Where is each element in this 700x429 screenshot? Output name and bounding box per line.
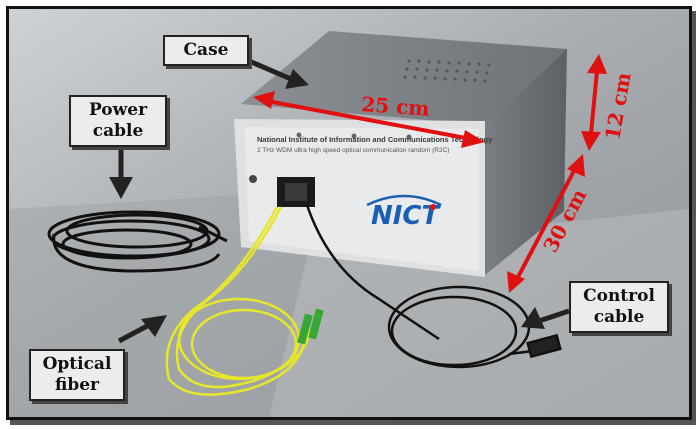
width-arrow-head-left bbox=[253, 91, 275, 109]
label-arrows bbox=[109, 58, 570, 344]
optical-fiber-callout: Optical fiber bbox=[29, 349, 125, 401]
height-arrow-head-bottom bbox=[581, 131, 601, 151]
case-label: Case bbox=[183, 40, 229, 60]
optical-fiber-label-line1: Optical bbox=[42, 354, 112, 374]
width-arrow-head-right bbox=[461, 130, 485, 148]
height-arrow-head-top bbox=[587, 54, 607, 74]
height-arrow bbox=[589, 70, 599, 135]
power-cable-callout: Power cable bbox=[69, 95, 167, 147]
vent-holes bbox=[403, 59, 491, 83]
panel-subtitle: 2 THz WDM ultra high speed optical commu… bbox=[257, 147, 449, 154]
fiber-connector-green bbox=[297, 313, 313, 345]
control-cable bbox=[305, 204, 562, 369]
control-cable-callout: Control cable bbox=[569, 281, 669, 333]
width-label: 25 cm bbox=[361, 92, 431, 121]
photo-frame: National Institute of Information and Co… bbox=[6, 6, 692, 420]
optical-fiber bbox=[165, 206, 311, 396]
control-cable-label-line1: Control bbox=[583, 286, 655, 306]
panel-title: National Institute of Information and Co… bbox=[257, 135, 493, 144]
control-cable-label-line2: cable bbox=[593, 307, 645, 327]
photo-scene: National Institute of Information and Co… bbox=[9, 9, 689, 417]
front-panel bbox=[245, 127, 479, 271]
dimension-arrows bbox=[253, 54, 607, 293]
depth-arrow-head-top bbox=[567, 154, 585, 177]
depth-arrow bbox=[515, 168, 577, 280]
optical-fiber-label-line2: fiber bbox=[54, 375, 100, 395]
device-case: National Institute of Information and Co… bbox=[234, 31, 567, 277]
power-cable-label-line2: cable bbox=[92, 121, 144, 141]
width-arrow bbox=[266, 99, 472, 141]
nict-logo: NICT bbox=[371, 201, 442, 231]
power-cable-label-line1: Power bbox=[88, 100, 148, 120]
case-callout: Case bbox=[163, 35, 249, 66]
power-cable bbox=[47, 210, 228, 273]
depth-arrow-head-bottom bbox=[507, 271, 525, 293]
